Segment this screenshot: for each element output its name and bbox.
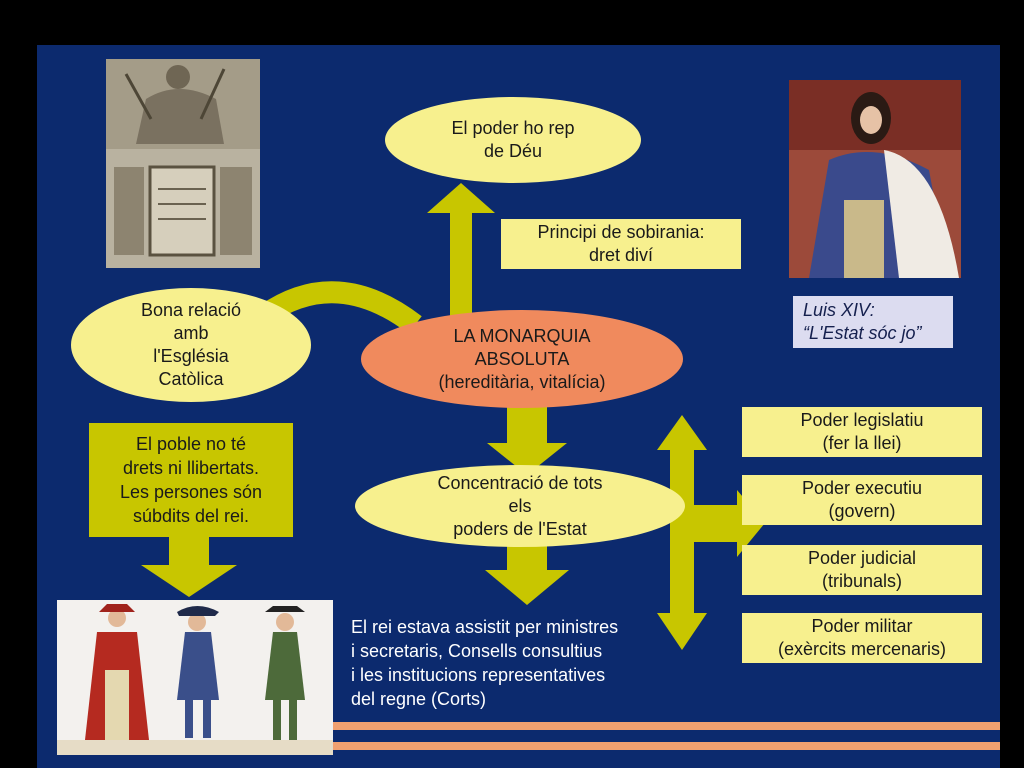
sovereignty-box: Principi de sobirania: dret diví [501, 219, 741, 269]
executive-power-text: Poder executiu (govern) [801, 478, 923, 521]
legislative-power-text: Poder legislatiu (fer la llei) [800, 410, 924, 453]
divine-power-ellipse: El poder ho rep de Déu [385, 97, 641, 183]
up-arrow [427, 183, 495, 320]
legislative-power-box: Poder legislatiu (fer la llei) [742, 407, 982, 457]
people-rights-box: El poble no té drets ni llibertats. Les … [89, 423, 293, 537]
power-double-arrow [657, 415, 765, 650]
slide: El poder ho rep de Déu Principi de sobir… [37, 45, 1000, 768]
stripe-bottom [333, 742, 1000, 750]
connector-arrows [141, 183, 1000, 750]
divine-power-text: El poder ho rep de Déu [451, 118, 575, 161]
down-arrow-people [141, 537, 237, 597]
judicial-power-text: Poder judicial (tribunals) [807, 548, 917, 591]
absolute-monarchy-title: LA MONARQUIA ABSOLUTA [453, 325, 591, 369]
military-power-text: Poder militar (exèrcits mercenaris) [777, 616, 947, 659]
absolute-monarchy-ellipse: LA MONARQUIA ABSOLUTA (hereditària, vita… [361, 310, 683, 408]
king-quote-caption: Luis XIV: “L'Estat sóc jo” [793, 296, 953, 348]
down-arrow-center [487, 405, 567, 475]
church-connector [258, 281, 422, 334]
king-assistance-text: El rei estava assistit per ministres i s… [351, 617, 619, 709]
judicial-power-box: Poder judicial (tribunals) [742, 545, 982, 595]
executive-power-box: Poder executiu (govern) [742, 475, 982, 525]
leviathan-engraving-image [106, 59, 260, 268]
church-relation-text: Bona relació amb l'Església Catòlica [140, 300, 242, 389]
military-power-box: Poder militar (exèrcits mercenaris) [742, 613, 982, 663]
stripe-top [333, 722, 1000, 730]
historical-figures-image [57, 600, 333, 755]
down-arrow-assist [485, 540, 569, 605]
absolute-monarchy-subtitle: (hereditària, vitalícia) [438, 371, 606, 392]
louis-xiv-portrait-image [789, 80, 961, 278]
sovereignty-text: Principi de sobirania: dret diví [537, 222, 705, 265]
power-concentration-ellipse: Concentració de tots els poders de l'Est… [355, 465, 685, 547]
church-relation-ellipse: Bona relació amb l'Església Catòlica [71, 288, 311, 402]
people-rights-text: El poble no té drets ni llibertats. Les … [119, 434, 263, 526]
power-concentration-text: Concentració de tots els poders de l'Est… [437, 472, 603, 539]
